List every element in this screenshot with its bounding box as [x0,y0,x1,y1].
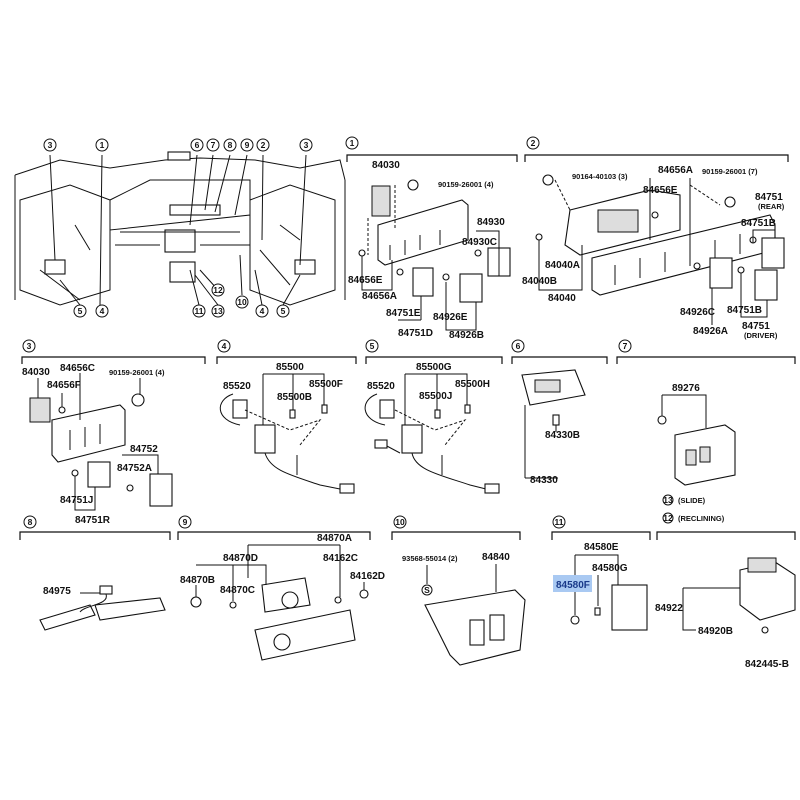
part-label[interactable]: 84580E [584,542,619,553]
section-number: 11 [555,517,564,527]
part-label[interactable]: 84656A [362,291,397,302]
part-illustrations: S [29,174,796,666]
part-label[interactable]: 84751 [742,321,770,332]
part-label[interactable]: 84870D [223,553,258,564]
section-number: 5 [370,341,375,351]
section-number: 3 [27,341,32,351]
part-label: (REAR) [758,202,785,211]
part-label[interactable]: 85500 [276,362,304,373]
part-label[interactable]: 84580G [592,563,628,574]
part-label[interactable]: 84040A [545,260,580,271]
section-brackets [19,154,796,540]
part-label[interactable]: 84656E [643,185,678,196]
highlight-box [553,575,592,592]
callout: 8 [228,140,233,150]
part-label[interactable]: 84975 [43,586,71,597]
part-label[interactable]: 89276 [672,383,700,394]
part-label[interactable]: 84751R [75,515,111,526]
part-label[interactable]: 85500G [416,362,452,373]
part-label[interactable]: 85520 [223,381,251,392]
callout: 11 [195,306,204,316]
part-label[interactable]: 90164-40103 (3) [572,172,628,181]
callout: 9 [245,140,250,150]
callout: 5 [78,306,83,316]
part-label[interactable]: 90159-26001 (7) [702,167,758,176]
part-label[interactable]: 84922 [655,603,683,614]
overview-callouts: 3 1 6 7 8 9 2 3 5 4 11 13 12 10 4 5 [43,138,313,318]
section-number: 4 [222,341,227,351]
part-label[interactable]: 85520 [367,381,395,392]
part-label[interactable]: 84930C [462,237,497,248]
part-label[interactable]: 84926C [680,307,715,318]
screw-marker: S [424,585,430,595]
part-label[interactable]: 90159-26001 (4) [109,368,165,377]
part-label[interactable]: 84656E [348,275,383,286]
vehicle-interior-overview [14,151,346,306]
part-label[interactable]: 84751J [60,495,93,506]
part-label[interactable]: 84870C [220,585,255,596]
part-label-highlighted[interactable]: 84580F [556,580,590,591]
section-number: 1 [350,138,355,148]
part-label[interactable]: 84752A [117,463,152,474]
part-label[interactable]: 84330B [545,430,580,441]
section-number: 9 [183,517,188,527]
section-number: 6 [516,341,521,351]
part-label[interactable]: 90159-26001 (4) [438,180,494,189]
part-label[interactable]: 84926E [433,312,468,323]
part-labels: 84030 90159-26001 (4) 84930 84930C 84656… [22,160,789,670]
part-label[interactable]: 84162D [350,571,385,582]
callout: 13 [663,495,673,505]
part-label[interactable]: 84926A [693,326,728,337]
part-label[interactable]: 84656A [658,165,693,176]
part-label[interactable]: 84752 [130,444,158,455]
callout: 4 [100,306,105,316]
part-label[interactable]: 85500J [419,391,452,402]
part-label[interactable]: 84656C [60,363,95,374]
part-label: (DRIVER) [744,331,778,340]
part-label[interactable]: 84751D [398,328,433,339]
part-label[interactable]: 84920B [698,626,733,637]
part-label[interactable]: 84930 [477,217,505,228]
callout: 4 [260,306,265,316]
diagram-code: 842445-B [745,659,789,670]
part-label[interactable]: 84840 [482,552,510,563]
part-label[interactable]: 93568-55014 (2) [402,554,458,563]
note-label: (RECLINING) [678,514,725,523]
part-label[interactable]: 84870A [317,533,352,544]
callout: 3 [48,140,53,150]
callout: 5 [281,306,286,316]
part-label[interactable]: 84030 [372,160,400,171]
section-numbers: 1 2 3 4 5 6 7 8 9 10 11 [22,136,632,529]
part-label[interactable]: 84330 [530,475,558,486]
part-label[interactable]: 84162C [323,553,358,564]
part-label[interactable]: 84751B [727,305,762,316]
part-label[interactable]: 84656F [47,380,81,391]
section-number: 10 [395,517,405,527]
note-label: (SLIDE) [678,496,706,505]
callout: 7 [211,140,216,150]
part-label[interactable]: 84751E [386,308,421,319]
callout: 2 [261,140,266,150]
section-number: 2 [531,138,536,148]
callout: 1 [100,140,105,150]
part-label[interactable]: 85500F [309,379,343,390]
part-label[interactable]: 84040 [548,293,576,304]
callout: 12 [213,285,223,295]
part-label[interactable]: 84030 [22,367,50,378]
part-label[interactable]: 84870B [180,575,215,586]
callout: 12 [663,513,673,523]
section-number: 8 [28,517,33,527]
part-label[interactable]: 84751B [741,218,776,229]
callout: 10 [237,297,247,307]
part-label[interactable]: 85500B [277,392,312,403]
section-number: 7 [623,341,628,351]
callout: 13 [213,306,223,316]
part-label[interactable]: 85500H [455,379,490,390]
part-label[interactable]: 84926B [449,330,484,341]
part-label[interactable]: 84040B [522,276,557,287]
part-label[interactable]: 84751 [755,192,783,203]
callout: 6 [195,140,200,150]
callout: 3 [304,140,309,150]
